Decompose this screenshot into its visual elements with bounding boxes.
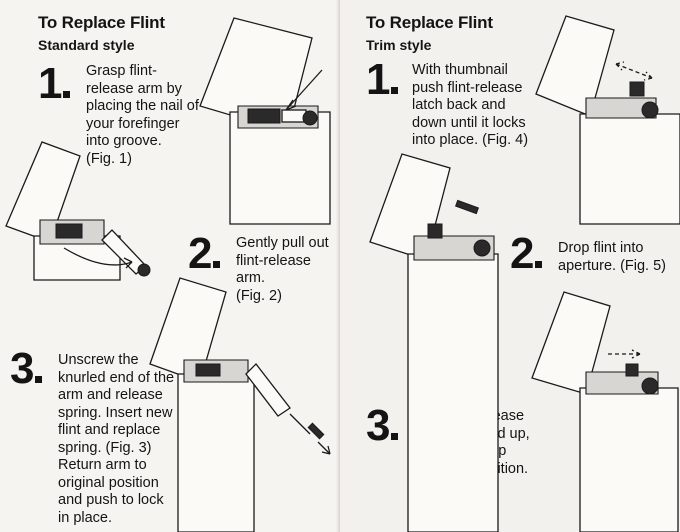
right-step-3-number: 3 bbox=[366, 404, 399, 448]
right-step-1-number: 1 bbox=[366, 58, 399, 102]
lighter-flint-spring-illustration bbox=[149, 277, 331, 532]
right-step-1-text: With thumbnail push flint-release latch … bbox=[412, 62, 529, 148]
left-step-2-number: 2 bbox=[188, 232, 221, 276]
right-subtitle: Trim style bbox=[366, 37, 432, 53]
lighter-arm-groove-illustration bbox=[199, 17, 331, 225]
trim-lighter-latch-back-illustration bbox=[535, 15, 680, 225]
lighter-arm-pulled-illustration bbox=[5, 141, 151, 281]
left-step-2-text: Gently pull out flint-release arm. (Fig.… bbox=[236, 235, 329, 304]
right-title: To Replace Flint bbox=[366, 13, 493, 32]
left-step-1-number: 1 bbox=[38, 62, 71, 106]
left-step-1-text: Grasp flint- release arm by placing the … bbox=[86, 63, 199, 167]
trim-lighter-drop-flint-illustration bbox=[369, 153, 499, 532]
left-subtitle: Standard style bbox=[38, 37, 135, 53]
left-step-3-number: 3 bbox=[10, 347, 43, 391]
left-page-standard-style: To Replace Flint Standard style 1 Grasp … bbox=[5, 13, 331, 532]
left-title: To Replace Flint bbox=[38, 13, 165, 32]
trim-lighter-latch-snap-illustration bbox=[531, 291, 679, 532]
right-page-trim-style: To Replace Flint Trim style 1 With thumb… bbox=[340, 0, 680, 532]
right-step-2-text: Drop flint into aperture. (Fig. 5) bbox=[558, 240, 666, 274]
left-step-3-text: Unscrew the knurled end of the arm and r… bbox=[58, 352, 175, 526]
right-step-2-number: 2 bbox=[510, 232, 543, 276]
